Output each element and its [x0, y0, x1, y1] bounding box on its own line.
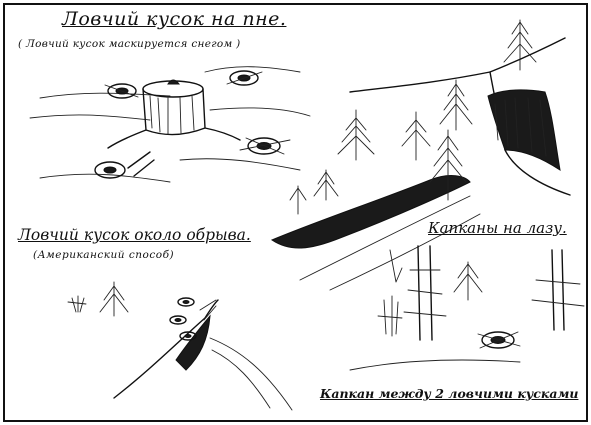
ravine-line [209, 337, 293, 411]
cliff-face [487, 89, 561, 172]
scene-trap-between-baits [349, 245, 585, 371]
scene-bait-near-cliff [67, 281, 293, 411]
cliff-slope [113, 299, 219, 399]
trail-line [299, 195, 471, 281]
fir-tree [439, 79, 473, 131]
trap-mark [104, 83, 139, 99]
fir-tree [503, 19, 537, 71]
trap-mark [239, 137, 291, 155]
tree-trunk [403, 245, 447, 341]
fir-tree [337, 109, 375, 161]
caption-traps-on-trail: Капканы на лазу. [428, 219, 567, 237]
trap-mark [179, 331, 197, 341]
chain-line [199, 299, 217, 321]
trap-mark [477, 331, 521, 349]
fir-tree [99, 281, 129, 317]
scene-bait-on-stump [29, 66, 311, 183]
fir-tree [289, 185, 307, 215]
cliff-shadow [175, 314, 211, 371]
snow-line [349, 359, 521, 371]
snow-line [39, 173, 171, 183]
subcaption-american-method: (Американский способ) [33, 249, 175, 261]
snow-line [209, 107, 311, 117]
fir-tree [429, 129, 467, 201]
trap-mark [169, 315, 187, 325]
bush [67, 295, 87, 313]
caption-bait-on-stump: Ловчий кусок на пне. [62, 8, 287, 30]
caption-trap-between-baits: Капкан между 2 ловчими кусками [320, 386, 579, 401]
stump [107, 79, 241, 149]
fir-tree [453, 261, 483, 301]
snow-line [179, 158, 301, 171]
trap-mark [94, 151, 155, 179]
trail-line [329, 213, 481, 291]
bush [377, 295, 403, 337]
trail-shadow [270, 175, 471, 249]
caption-bait-near-cliff: Ловчий кусок около обрыва. [18, 226, 251, 244]
snow-line [204, 66, 301, 73]
trap-mark [177, 297, 195, 307]
ravine-line [211, 349, 271, 409]
ridge-line [349, 37, 566, 93]
tree-stem [389, 249, 403, 283]
fir-tree [313, 169, 339, 201]
snow-line [29, 114, 151, 121]
subcaption-bait-masked-with-snow: ( Ловчий кусок маскируется снегом ) [18, 38, 241, 50]
scene-traps-on-trail [270, 19, 571, 291]
trap-mark [226, 70, 263, 86]
frame-border [3, 3, 588, 422]
tree-trunk [531, 249, 585, 331]
fir-tree [401, 111, 431, 161]
